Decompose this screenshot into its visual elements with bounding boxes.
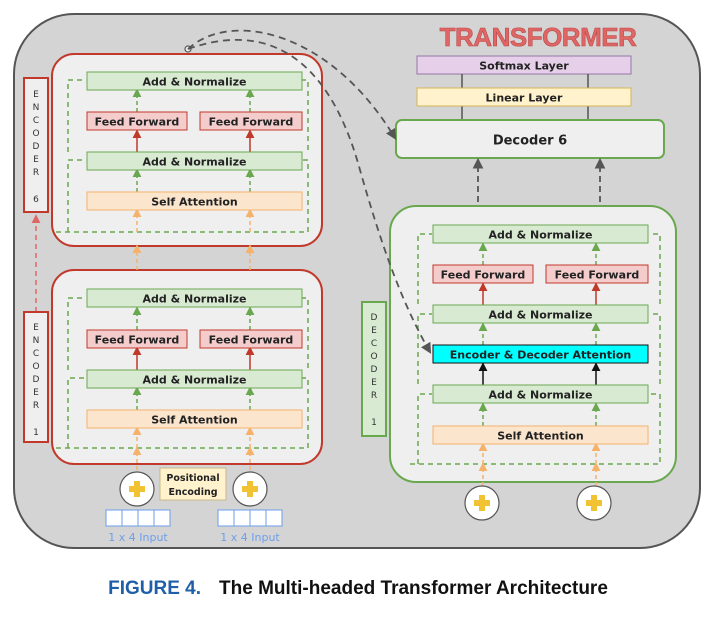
- encoder_6-letter: O: [32, 129, 39, 139]
- decoder-1-add-normalize-top: Add & Normalize: [432, 224, 649, 244]
- svg-text:Add & Normalize: Add & Normalize: [143, 293, 247, 306]
- encoder_1-letter: N: [33, 336, 40, 346]
- encoder-1-feed-forward-left: Feed Forward: [86, 329, 188, 349]
- encoder_1-letter: E: [33, 388, 39, 398]
- svg-text:Encoding: Encoding: [168, 487, 217, 498]
- svg-text:Add & Normalize: Add & Normalize: [489, 229, 593, 242]
- encoder-1-block: Add & Normalize Feed Forward Feed Forwar…: [51, 269, 323, 465]
- encoder_6-letter: C: [33, 116, 39, 126]
- decoder_1-letter: D: [371, 365, 378, 375]
- svg-text:Decoder 6: Decoder 6: [493, 134, 567, 149]
- figure-caption-text: The Multi-headed Transformer Architectur…: [219, 578, 608, 599]
- input-label-left: 1 x 4 Input: [108, 531, 168, 544]
- linear-layer: Linear Layer: [416, 87, 632, 107]
- encoder_6-letter: E: [33, 155, 39, 165]
- input-vector-right: 1 x 4 Input: [217, 509, 283, 544]
- encoder-add-right-plus-icon: [232, 471, 268, 507]
- decoder_1-letter: 1: [371, 418, 377, 428]
- encoder_1-letter: C: [33, 349, 39, 359]
- svg-text:Feed Forward: Feed Forward: [555, 269, 640, 282]
- svg-text:Self Attention: Self Attention: [497, 430, 584, 443]
- decoder_1-letter: D: [371, 313, 378, 323]
- encoder_1-letter: E: [33, 323, 39, 333]
- decoder_1-letter: C: [371, 339, 377, 349]
- svg-text:Add & Normalize: Add & Normalize: [143, 76, 247, 89]
- encoder-6-add-normalize-top: Add & Normalize: [86, 71, 303, 91]
- softmax-layer: Softmax Layer: [416, 55, 632, 75]
- decoder-6-box: Decoder 6: [395, 119, 665, 159]
- decoder-1-feed-forward-right: Feed Forward: [545, 264, 649, 284]
- decoder-1-self-attention: Self Attention: [432, 425, 649, 445]
- decoder_1-letter: R: [371, 391, 377, 401]
- encoder-1-self-attention: Self Attention: [86, 409, 303, 429]
- encoder-to-decoder6-arrow: [187, 29, 397, 140]
- input-label-right: 1 x 4 Input: [220, 531, 280, 544]
- decoder_1-letter: O: [370, 352, 377, 362]
- svg-text:Add & Normalize: Add & Normalize: [489, 389, 593, 402]
- svg-text:Positional: Positional: [166, 473, 219, 484]
- decoder-1-block: Add & Normalize Feed Forward Feed Forwar…: [389, 205, 677, 483]
- encoder_6-letter: N: [33, 103, 40, 113]
- encoder-add-left-plus-icon: [119, 471, 155, 507]
- svg-text:Add & Normalize: Add & Normalize: [489, 309, 593, 322]
- decoder_1-letter: E: [371, 378, 377, 388]
- encoder-1-feed-forward-right: Feed Forward: [199, 329, 303, 349]
- encoder-6-feed-forward-right: Feed Forward: [199, 111, 303, 131]
- decoder-1-add-normalize-mid: Add & Normalize: [432, 304, 649, 324]
- encoder_6-letter: 6: [33, 195, 39, 205]
- decoder-1-add-normalize-bottom: Add & Normalize: [432, 384, 649, 404]
- decoder_1-letter: E: [371, 326, 377, 336]
- positional-encoding-box: Positional Encoding: [159, 467, 227, 501]
- svg-text:Feed Forward: Feed Forward: [95, 116, 180, 129]
- encoder-6-block: Add & Normalize Feed Forward Feed Forwar…: [51, 53, 323, 247]
- decoder-1-feed-forward-left: Feed Forward: [432, 264, 534, 284]
- figure-caption: FIGURE 4. The Multi-headed Transformer Ar…: [0, 578, 716, 600]
- svg-text:Self Attention: Self Attention: [151, 196, 238, 209]
- encoder-6-self-attention: Self Attention: [86, 191, 303, 211]
- encoder_1-letter: 1: [33, 428, 39, 438]
- encoder-6-add-normalize-bottom: Add & Normalize: [86, 151, 303, 171]
- encoder-to-decoder1-arrow: [187, 39, 432, 354]
- svg-text:Self Attention: Self Attention: [151, 414, 238, 427]
- decoder-add-left-plus-icon: [464, 485, 500, 521]
- svg-text:Add & Normalize: Add & Normalize: [143, 374, 247, 387]
- svg-text:Feed Forward: Feed Forward: [209, 116, 294, 129]
- encoder_1-letter: D: [33, 375, 40, 385]
- svg-text:Feed Forward: Feed Forward: [209, 334, 294, 347]
- encoder-6-feed-forward-left: Feed Forward: [86, 111, 188, 131]
- decoder-1-encoder-decoder-attention: Encoder & Decoder Attention: [432, 344, 649, 364]
- svg-text:Encoder & Decoder Attention: Encoder & Decoder Attention: [450, 349, 631, 362]
- encoder_1-letter: R: [33, 401, 39, 411]
- svg-text:Softmax Layer: Softmax Layer: [479, 60, 569, 73]
- decoder-add-right-plus-icon: [576, 485, 612, 521]
- encoder_1-letter: O: [32, 362, 39, 372]
- encoder_6-letter: E: [33, 90, 39, 100]
- encoder_6-letter: R: [33, 168, 39, 178]
- encoder_6-letter: D: [33, 142, 40, 152]
- svg-text:Feed Forward: Feed Forward: [95, 334, 180, 347]
- svg-text:Feed Forward: Feed Forward: [441, 269, 526, 282]
- svg-text:Linear Layer: Linear Layer: [486, 92, 563, 105]
- diagram-title: TRANSFORMER: [440, 22, 637, 52]
- encoder-1-add-normalize-top: Add & Normalize: [86, 288, 303, 308]
- figure-label: FIGURE 4.: [108, 578, 202, 599]
- encoder-1-add-normalize-bottom: Add & Normalize: [86, 369, 303, 389]
- svg-text:Add & Normalize: Add & Normalize: [143, 156, 247, 169]
- input-vector-left: 1 x 4 Input: [105, 509, 171, 544]
